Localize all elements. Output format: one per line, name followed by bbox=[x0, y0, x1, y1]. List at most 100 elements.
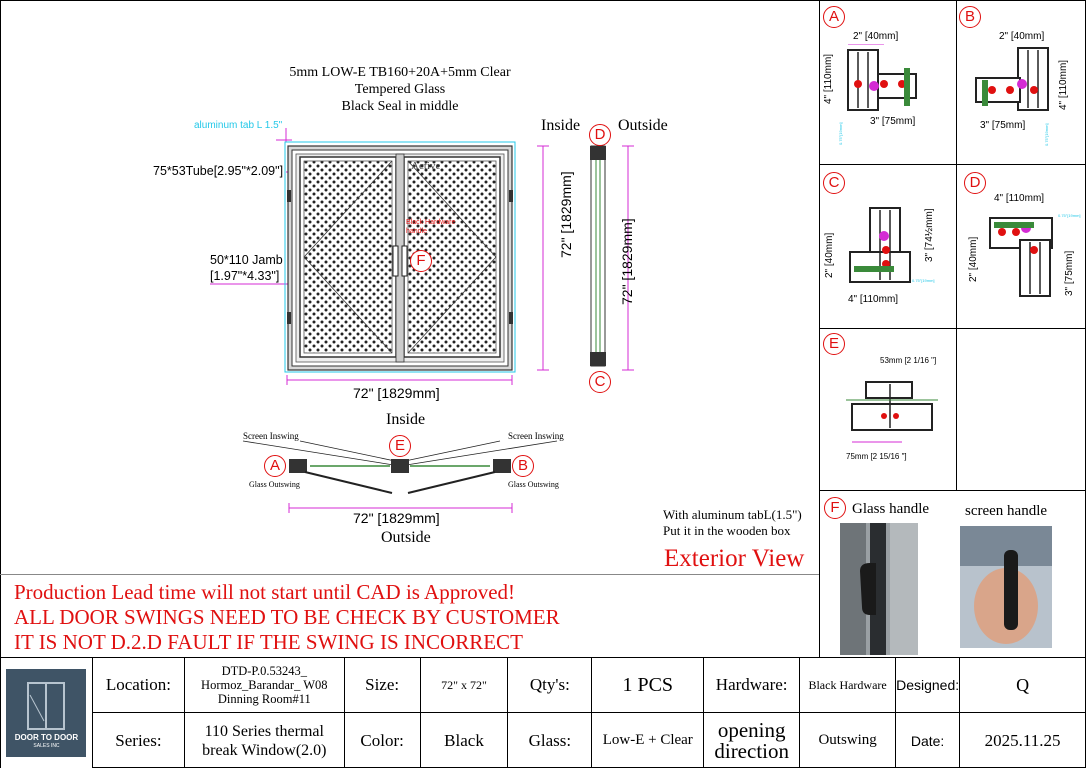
detail-c-bottom-dim: 4" [110mm] bbox=[848, 294, 899, 305]
door-logo-icon bbox=[27, 682, 66, 730]
detail-b-profile bbox=[975, 47, 1049, 111]
plan-view-drawing bbox=[242, 440, 558, 513]
plan-outside-label: Outside bbox=[381, 529, 431, 546]
section-marker-d: D bbox=[589, 124, 611, 146]
detail-grid-divider bbox=[819, 490, 1086, 491]
detail-grid-divider bbox=[956, 0, 957, 490]
logo-subtext: SALES INC bbox=[33, 743, 60, 749]
section-marker-f: F bbox=[410, 250, 432, 272]
active-leaf-label: Active bbox=[411, 160, 441, 172]
aluminum-tab-label: aluminum tab L 1.5" bbox=[194, 120, 283, 131]
hardware-value: Black Hardware bbox=[799, 657, 897, 713]
section-marker-e: E bbox=[389, 435, 411, 457]
glass-handle-label: Glass handle bbox=[852, 501, 930, 517]
series-value: 110 Series thermal break Window(2.0) bbox=[183, 712, 345, 768]
detail-a-left-dim: 4" [110mm] bbox=[823, 53, 834, 104]
detail-c-left-dim: 2" [40mm] bbox=[824, 232, 835, 278]
logo-text: DOOR TO DOOR bbox=[14, 733, 79, 742]
date-label: Date: bbox=[895, 712, 961, 768]
opening-direction-label: opening direction bbox=[703, 712, 801, 768]
detail-e-profile bbox=[846, 381, 938, 443]
glass-value: Low-E + Clear bbox=[591, 712, 705, 768]
color-value: Black bbox=[419, 712, 509, 768]
detail-marker-f: F bbox=[824, 497, 846, 519]
aluminum-note-line: With aluminum tabL(1.5") bbox=[663, 507, 802, 522]
warning-line: Production Lead time will not start unti… bbox=[14, 580, 516, 604]
exterior-view-label: Exterior View bbox=[664, 545, 805, 572]
qty-label: Qty's: bbox=[507, 657, 593, 713]
elevation-width-dimension: 72" [1829mm] bbox=[353, 385, 440, 401]
elevation-height-dimension: 72" [1829mm] bbox=[558, 171, 574, 258]
detail-a-small-dim: 0.75"[19mm] bbox=[838, 122, 843, 145]
detail-marker-c: C bbox=[823, 172, 845, 194]
company-logo: DOOR TO DOOR SALES INC bbox=[6, 669, 87, 757]
detail-marker-a: A bbox=[823, 6, 845, 28]
door-elevation-drawing bbox=[210, 128, 634, 385]
glass-spec-note: 5mm LOW-E TB160+20A+5mm Clear Tempered G… bbox=[250, 64, 550, 115]
jamb-line: [1.97"*4.33"] bbox=[210, 269, 280, 283]
handle-note: Black Hardware handle bbox=[406, 219, 456, 235]
aluminum-note-line: Put it in the wooden box bbox=[663, 523, 791, 538]
designed-value: Q bbox=[959, 657, 1086, 713]
detail-d-left-dim: 2" [40mm] bbox=[968, 236, 979, 282]
warning-line: IT IS NOT D.2.D FAULT IF THE SWING IS IN… bbox=[14, 630, 523, 654]
screen-inswing-label: Screen Inswing bbox=[243, 431, 299, 441]
qty-value: 1 PCS bbox=[591, 657, 705, 713]
detail-marker-e: E bbox=[823, 333, 845, 355]
detail-d-small-dim: 0.75"[19mm] bbox=[1058, 213, 1081, 218]
jamb-line: 50*110 Jamb bbox=[210, 253, 283, 267]
glass-outswing-label: Glass Outswing bbox=[508, 480, 559, 489]
detail-c-right-dim: 3" [74½mm] bbox=[924, 208, 935, 262]
detail-d-profile bbox=[989, 217, 1053, 297]
glass-handle-photo bbox=[840, 523, 918, 655]
color-label: Color: bbox=[343, 712, 421, 768]
warning-line: ALL DOOR SWINGS NEED TO BE CHECK BY CUST… bbox=[14, 605, 560, 629]
section-marker-b: B bbox=[512, 455, 534, 477]
section-marker-c: C bbox=[589, 371, 611, 393]
plan-width-dimension: 72" [1829mm] bbox=[353, 510, 440, 526]
opening-direction-value: Outswing bbox=[799, 712, 897, 768]
glass-spec-line: Black Seal in middle bbox=[341, 99, 459, 114]
detail-c-profile bbox=[849, 207, 911, 283]
detail-b-bottom-dim: 3" [75mm] bbox=[980, 120, 1026, 131]
glass-spec-line: Tempered Glass bbox=[354, 82, 446, 97]
detail-a-profile bbox=[847, 44, 917, 111]
glass-spec-line: 5mm LOW-E TB160+20A+5mm Clear bbox=[289, 65, 511, 80]
outside-label: Outside bbox=[618, 117, 668, 134]
location-value: DTD-P.0.53243_ Hormoz_Barandar_ W08 Dinn… bbox=[183, 657, 345, 713]
warning-divider bbox=[0, 574, 819, 575]
detail-b-small-dim: 0.75"[19mm] bbox=[1044, 123, 1049, 146]
glass-outswing-label: Glass Outswing bbox=[249, 480, 300, 489]
size-value: 72" x 72" bbox=[419, 657, 509, 713]
location-label: Location: bbox=[91, 657, 185, 713]
screen-handle-photo bbox=[960, 526, 1052, 648]
inside-label: Inside bbox=[541, 117, 581, 134]
side-height-dimension: 72" [1829mm] bbox=[619, 218, 635, 305]
detail-b-top-dim: 2" [40mm] bbox=[999, 31, 1045, 42]
detail-marker-d: D bbox=[964, 172, 986, 194]
detail-e-bottom-dim: 75mm [2 15/16 "] bbox=[846, 452, 907, 461]
detail-grid-divider bbox=[819, 164, 1086, 165]
detail-grid-divider bbox=[819, 328, 1086, 329]
plan-inside-label: Inside bbox=[386, 411, 426, 428]
detail-marker-b: B bbox=[959, 6, 981, 28]
detail-d-top-dim: 4" [110mm] bbox=[994, 193, 1045, 204]
title-block: DOOR TO DOOR SALES INC Location: DTD-P.0… bbox=[0, 657, 1086, 768]
section-marker-a: A bbox=[264, 455, 286, 477]
detail-c-small-dim: 0.75"[19mm] bbox=[912, 278, 935, 283]
detail-b-right-dim: 4" [110mm] bbox=[1058, 59, 1069, 110]
designed-label: Designed: bbox=[895, 657, 961, 713]
aluminum-tab-note: With aluminum tabL(1.5") Put it in the w… bbox=[663, 507, 802, 539]
date-value: 2025.11.25 bbox=[959, 712, 1086, 768]
detail-e-top-dim: 53mm [2 1/16 "] bbox=[880, 356, 937, 365]
jamb-label: 50*110 Jamb [1.97"*4.33"] bbox=[210, 252, 283, 284]
screen-inswing-label: Screen Inswing bbox=[508, 431, 564, 441]
detail-a-top-dim: 2" [40mm] bbox=[853, 31, 899, 42]
glass-label: Glass: bbox=[507, 712, 593, 768]
tube-label: 75*53Tube[2.95"*2.09"] bbox=[153, 164, 284, 178]
size-label: Size: bbox=[343, 657, 421, 713]
detail-d-right-dim: 3" [75mm] bbox=[1064, 250, 1075, 296]
screen-handle-label: screen handle bbox=[965, 503, 1048, 519]
hardware-label: Hardware: bbox=[703, 657, 801, 713]
detail-a-bottom-dim: 3" [75mm] bbox=[870, 116, 916, 127]
